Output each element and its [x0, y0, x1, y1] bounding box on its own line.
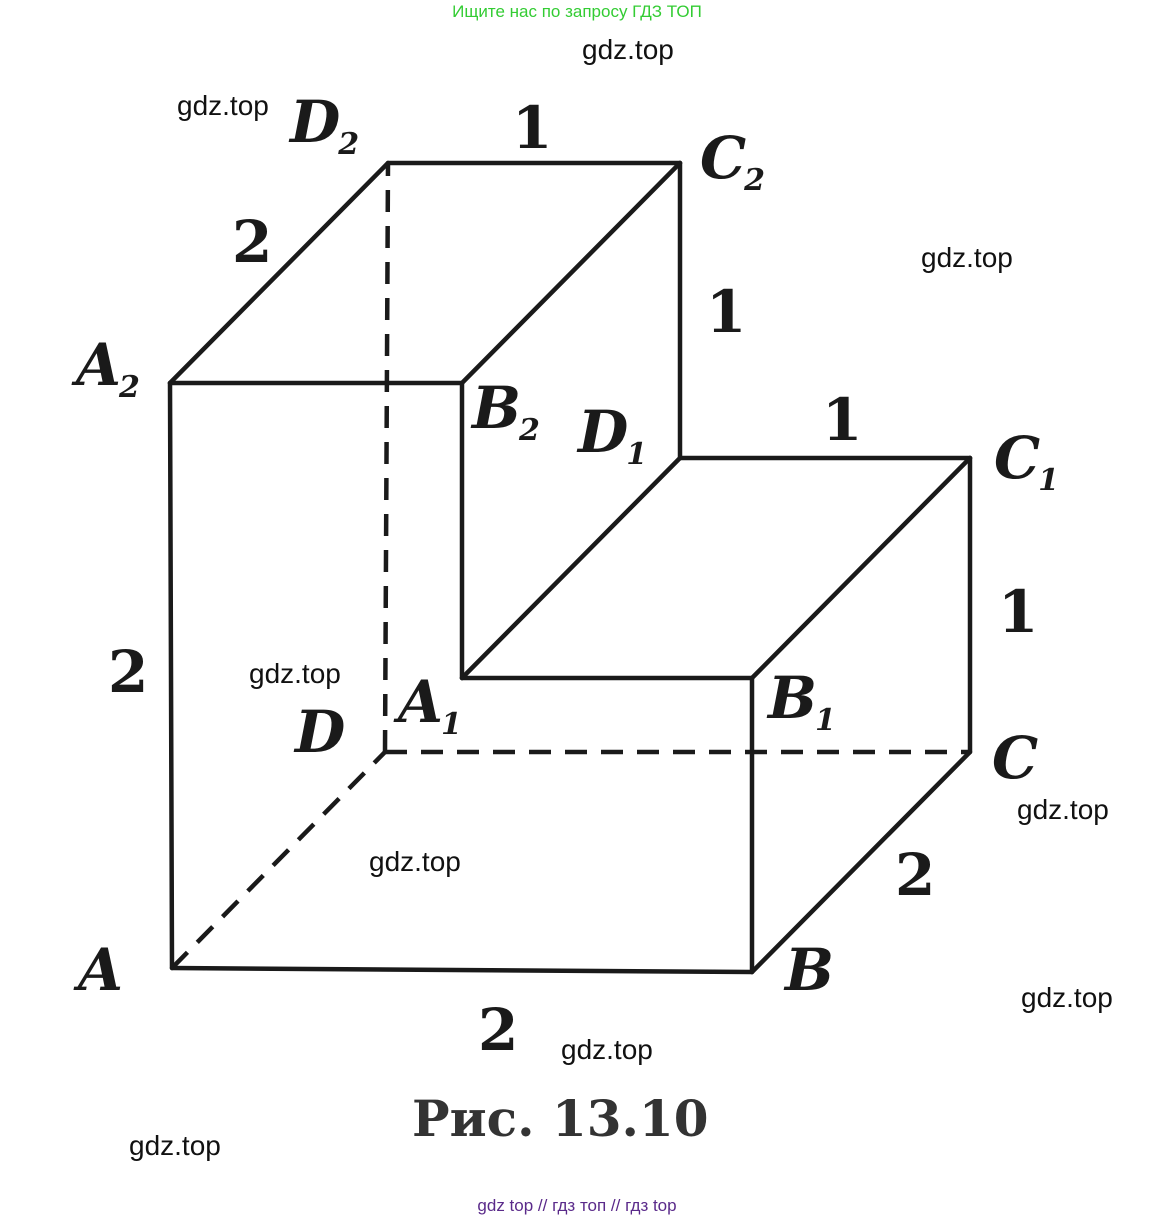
watermark: gdz.top: [1021, 982, 1113, 1013]
vertex-label-A: A: [73, 936, 123, 1004]
length-label-A2D2: 2: [232, 208, 272, 276]
length-label-D1C1: 1: [822, 386, 862, 454]
vertex-label-A2: A2: [71, 331, 140, 405]
vertex-label-D: D: [293, 698, 345, 766]
vertex-label-B: B: [783, 936, 834, 1004]
edge-AA2: [167, 380, 175, 971]
edge-A1D1: [459, 455, 683, 681]
vertex-label-D2: D2: [288, 88, 359, 162]
vertex-label-C2: C2: [700, 124, 765, 198]
length-label-AA2: 2: [108, 638, 148, 706]
edge-AD-hidden: [170, 750, 387, 970]
edge-A2D2: [167, 160, 391, 386]
watermark: gdz.top: [921, 242, 1013, 273]
length-label-AB: 2: [478, 996, 518, 1064]
watermark: gdz.top: [561, 1034, 653, 1065]
edge-AB: [169, 965, 755, 975]
watermark: gdz.top: [582, 34, 674, 65]
footer-links[interactable]: gdz top // гдз топ // гдз top: [477, 1196, 677, 1215]
vertex-label-C1: C1: [994, 424, 1059, 498]
length-label-CB: 2: [895, 841, 935, 909]
vertex-label-C: C: [992, 724, 1038, 792]
edge-B1C1: [749, 455, 973, 681]
vertex-label-D1: D1: [576, 398, 647, 472]
vertex-label-A1: A1: [393, 668, 462, 742]
search-banner: Ищите нас по запросу ГДЗ ТОП: [452, 2, 702, 21]
watermark: gdz.top: [129, 1130, 221, 1161]
length-label-C2D1: 1: [706, 278, 746, 346]
length-label-D2C2: 1: [512, 94, 552, 162]
figure-caption: Рис. 13.10: [412, 1089, 709, 1148]
vertex-label-B1: B1: [766, 664, 836, 738]
watermark: gdz.top: [1017, 794, 1109, 825]
watermark: gdz.top: [249, 658, 341, 689]
watermark: gdz.top: [177, 90, 269, 121]
edge-DD2-hidden: [382, 162, 391, 753]
length-label-C1C: 1: [998, 578, 1038, 646]
watermark: gdz.top: [369, 846, 461, 877]
vertex-label-B2: B2: [470, 374, 540, 448]
edge-BC: [749, 749, 973, 975]
edge-B2C2: [459, 160, 683, 386]
